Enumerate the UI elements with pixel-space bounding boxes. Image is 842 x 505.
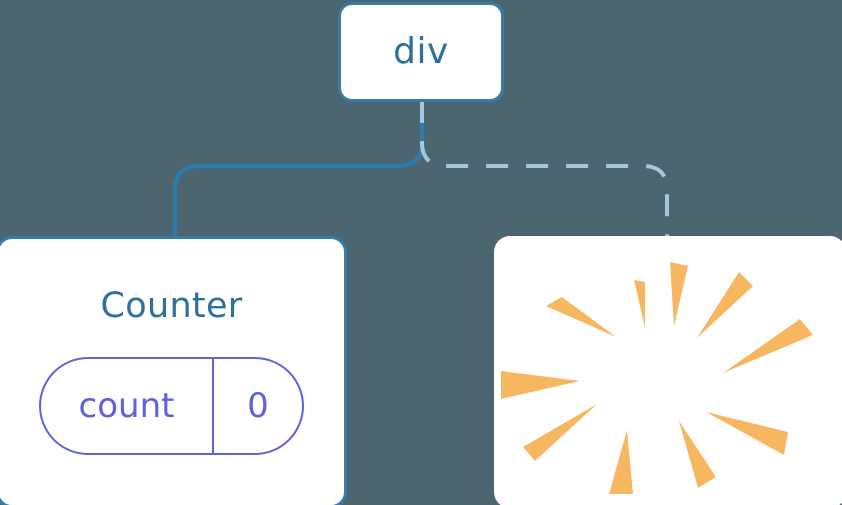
burst-sparkle-icon	[501, 262, 813, 494]
edge-root-to-rerender	[420, 101, 669, 238]
edge-root-to-counter	[173, 101, 424, 238]
node-div[interactable]: div	[338, 2, 504, 102]
state-value-label: 0	[247, 386, 269, 426]
node-rerender[interactable]	[494, 236, 842, 505]
state-key-label: count	[41, 359, 214, 453]
node-counter-label: Counter	[100, 286, 243, 326]
node-counter[interactable]: Counter count 0	[0, 236, 347, 505]
node-div-label: div	[393, 31, 449, 72]
state-pill-count[interactable]: count 0	[39, 357, 304, 455]
